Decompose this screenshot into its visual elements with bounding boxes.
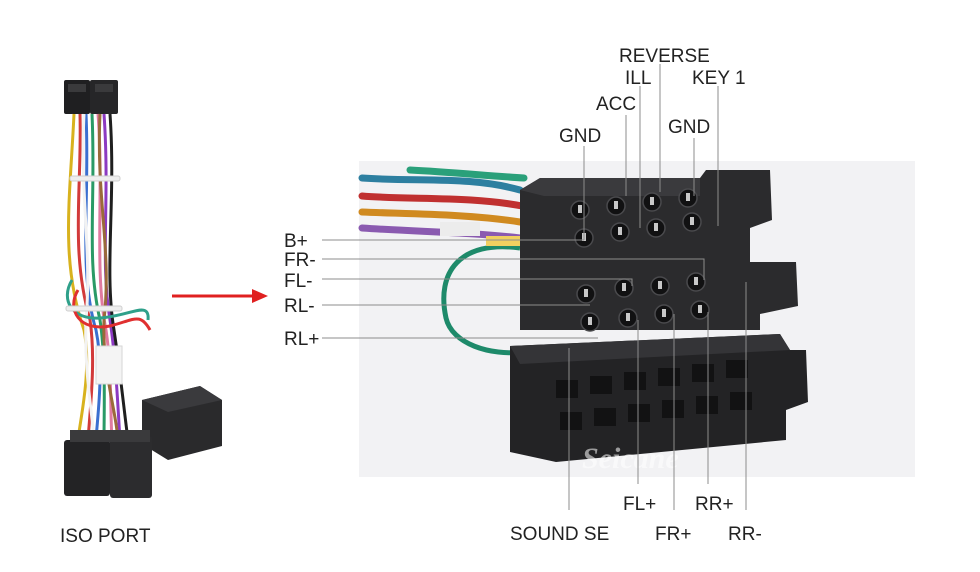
watermark-seicane: Seicane xyxy=(582,442,679,475)
pin-label-reverse: REVERSE xyxy=(619,46,710,67)
pin-label-rr-minus: RR- xyxy=(728,524,762,545)
pin-label-fr-plus: FR+ xyxy=(655,524,691,545)
pin-label-rr-plus: RR+ xyxy=(695,494,734,515)
pin-label-acc: ACC xyxy=(596,94,636,115)
pin-label-b-plus: B+ xyxy=(284,231,308,252)
pin-label-fr-minus: FR- xyxy=(284,250,316,271)
pin-label-gnd-left: GND xyxy=(559,126,601,147)
pin-labels-top: REVERSE ILL KEY 1 ACC GND GND xyxy=(559,46,746,147)
pin-label-fl-minus: FL- xyxy=(284,271,313,292)
pin-label-rl-plus: RL+ xyxy=(284,329,319,350)
pin-label-rl-minus: RL- xyxy=(284,296,315,317)
pin-label-key1: KEY 1 xyxy=(692,68,746,89)
pin-label-ill: ILL xyxy=(625,68,651,89)
pin-label-fl-plus: FL+ xyxy=(623,494,656,515)
pin-label-gnd-right: GND xyxy=(668,117,710,138)
caption-iso-port: ISO PORT xyxy=(60,526,151,547)
arrow-right-icon xyxy=(172,289,268,303)
connector-photo: Seicane xyxy=(358,161,915,477)
harness-illustration xyxy=(64,80,222,498)
pin-label-sound-se: SOUND SE xyxy=(510,524,609,545)
pin-labels-left: B+ FR- FL- RL- RL+ xyxy=(284,231,319,350)
leader-lines xyxy=(322,64,747,510)
pin-labels-bottom: SOUND SE FL+ FR+ RR+ RR- xyxy=(510,494,762,545)
